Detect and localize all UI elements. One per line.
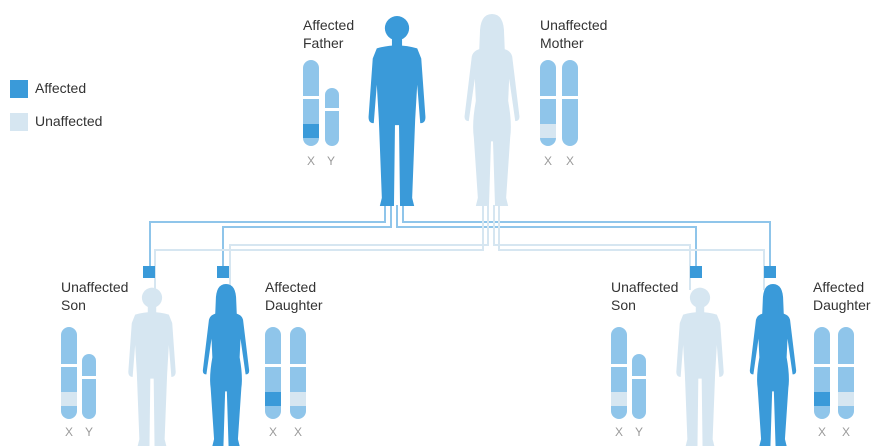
father-line-right-outer [403,205,770,268]
mother-label: Unaffected Mother [540,16,607,52]
daughter-left-label-line2: Daughter [265,296,323,314]
connector-square [143,266,155,278]
father-line-left-inner [223,205,391,268]
mother-chr2-label: X [566,154,575,168]
mother-chromosomes [540,60,578,146]
daughter-right-chr2-label: X [842,425,851,439]
son-right-figure [676,288,723,446]
daughter-right-label-line1: Affected [813,278,871,296]
mother-label-line1: Unaffected [540,16,607,34]
mother-x-chromosome-2 [562,60,578,146]
son-right-label-line1: Unaffected [611,278,678,296]
son-left-chr2-label: Y [85,425,94,439]
father-label-line1: Affected [303,16,354,34]
son-left-x-chromosome [61,327,77,419]
daughter-left-chr2-label: X [294,425,303,439]
son-right-x-chromosome [611,327,627,419]
son-left-figure [128,288,175,446]
daughter-left-chromosomes [265,327,306,419]
daughter-right-label-line2: Daughter [813,296,871,314]
son-left-y-chromosome [82,354,96,419]
father-chromosomes [303,60,339,146]
daughter-right-x-chromosome-2 [838,327,854,419]
son-right-chr1-label: X [615,425,624,439]
son-left-label-line2: Son [61,296,128,314]
son-left-label-line1: Unaffected [61,278,128,296]
father-line-left-outer [150,205,385,268]
daughter-right-chr1-label: X [818,425,827,439]
son-right-label: Unaffected Son [611,278,678,314]
son-left-chromosomes [61,327,96,419]
mother-figure [465,14,520,206]
legend-affected-swatch [10,80,28,98]
legend-unaffected-label: Unaffected [35,113,102,129]
daughter-right-label: Affected Daughter [813,278,871,314]
mother-x-chromosome-1 [540,60,556,146]
daughter-right-figure [750,284,796,446]
daughter-right-chromosomes [814,327,854,419]
connector-square [217,266,229,278]
legend-affected-label: Affected [35,80,86,96]
father-x-chromosome [303,60,319,146]
son-left-chr1-label: X [65,425,74,439]
daughter-left-label: Affected Daughter [265,278,323,314]
father-chr2-label: Y [327,154,336,168]
mother-chr1-label: X [544,154,553,168]
son-right-label-line2: Son [611,296,678,314]
father-label-line2: Father [303,34,354,52]
daughter-left-chr1-label: X [269,425,278,439]
son-right-chr2-label: Y [635,425,644,439]
connector-square [764,266,776,278]
father-chr1-label: X [307,154,316,168]
legend-unaffected-swatch [10,113,28,131]
daughter-left-x-chromosome-2 [290,327,306,419]
daughter-left-label-line1: Affected [265,278,323,296]
daughter-right-x-chromosome-1 [814,327,830,419]
connector-square [690,266,702,278]
father-y-chromosome [325,88,339,146]
son-right-chromosomes [611,327,646,419]
mother-label-line2: Mother [540,34,607,52]
father-label: Affected Father [303,16,354,52]
daughter-left-x-chromosome-1 [265,327,281,419]
son-right-y-chromosome [632,354,646,419]
father-figure [369,16,426,206]
son-left-label: Unaffected Son [61,278,128,314]
connector-squares [143,266,776,278]
daughter-left-figure [203,284,249,446]
father-line-right-inner [397,205,696,268]
